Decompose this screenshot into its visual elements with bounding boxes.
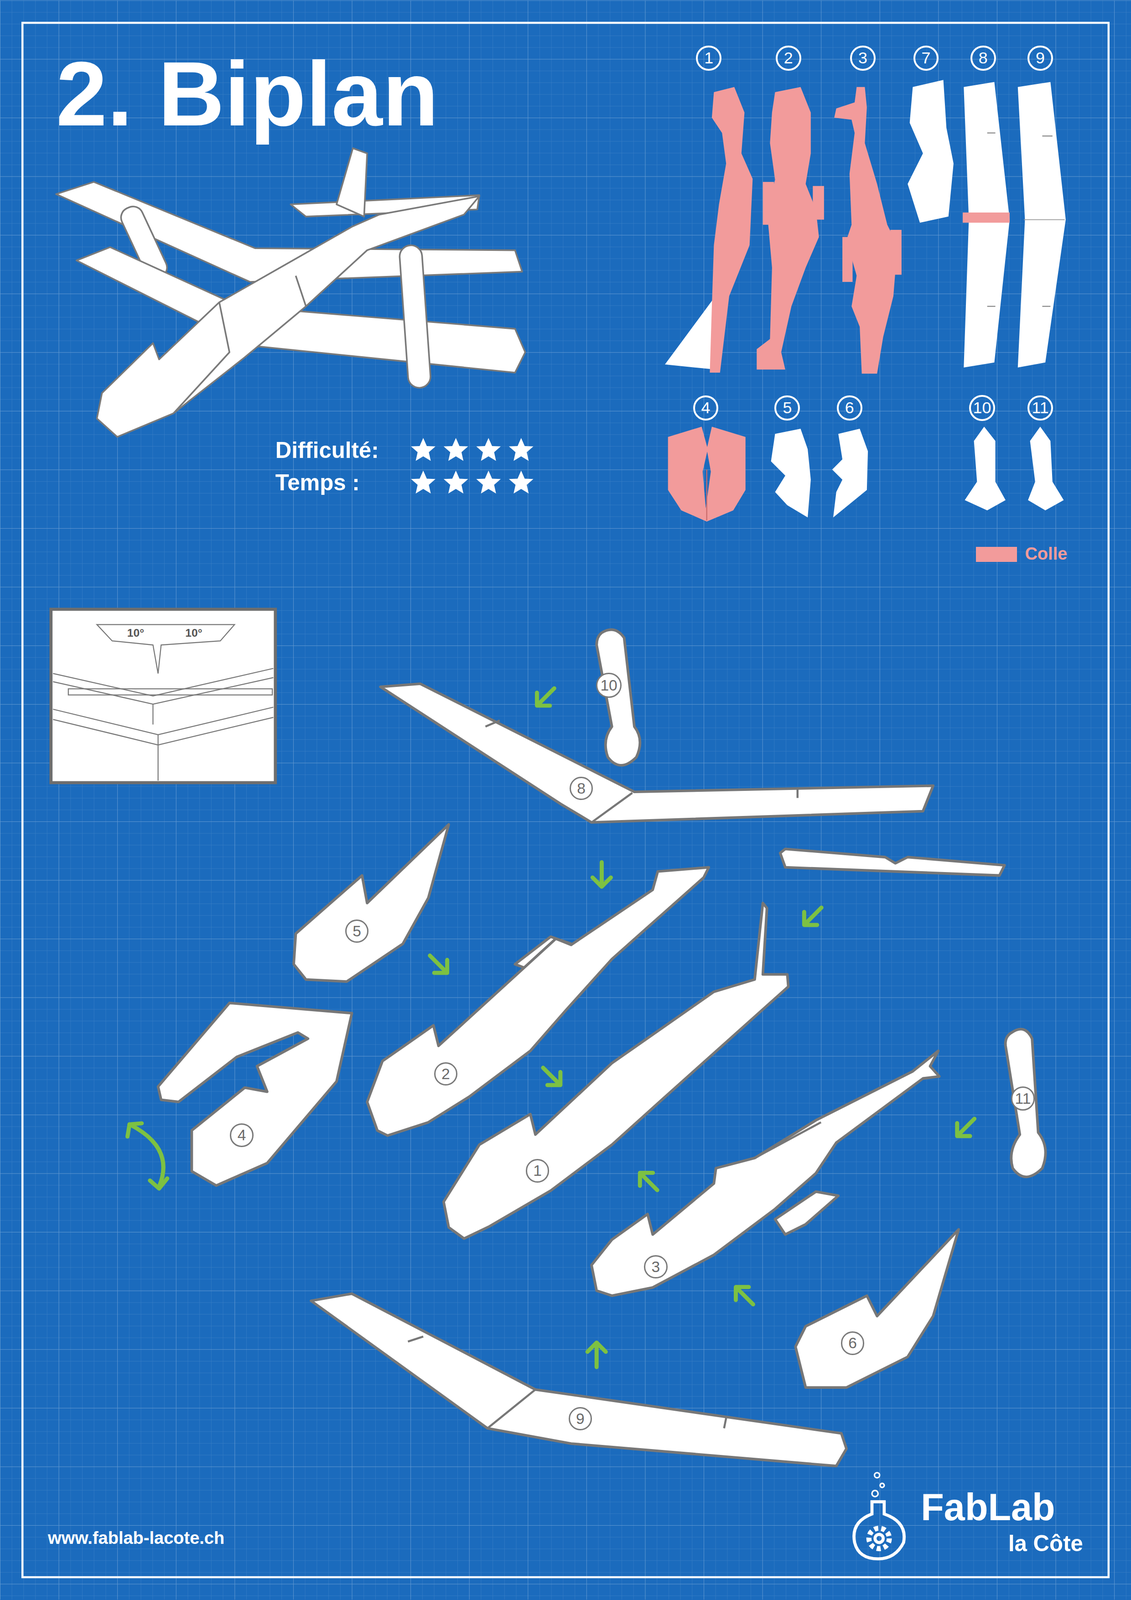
part-number-circle: 3: [850, 45, 876, 72]
number-text: 9: [575, 1411, 585, 1427]
number-text: 2: [783, 50, 794, 67]
number-text: 6: [845, 399, 855, 417]
number-text: 3: [858, 50, 868, 67]
callout-number: 2: [434, 1062, 458, 1086]
part-number-circle: 9: [1027, 45, 1054, 72]
number-text: 4: [237, 1127, 247, 1143]
fablab-logo: [854, 1472, 905, 1559]
number-text: 5: [352, 923, 362, 940]
assembly-arrows: [127, 681, 981, 1367]
callout-number: 11: [1011, 1086, 1036, 1111]
website-url: www.fablab-lacote.ch: [47, 1529, 225, 1547]
callout-number: 1: [525, 1158, 550, 1183]
part-number-circle: 11: [1027, 395, 1054, 421]
dihedral-inset: [51, 609, 276, 783]
number-text: 11: [1031, 399, 1049, 417]
number-text: 11: [1015, 1090, 1032, 1107]
number-text: 2: [441, 1066, 451, 1082]
callout-number: 10: [596, 672, 622, 698]
angle-dimension: 10°: [185, 627, 203, 639]
callout-number: 3: [643, 1255, 668, 1279]
rating-label: Temps :: [275, 471, 360, 494]
number-text: 10: [600, 677, 618, 694]
number-text: 8: [978, 50, 988, 67]
number-text: 1: [533, 1162, 542, 1179]
number-text: 9: [1035, 50, 1045, 67]
exploded-parts: [158, 629, 1046, 1466]
callout-number: 9: [568, 1406, 592, 1431]
callout-number: 4: [229, 1123, 254, 1147]
legend-text: Colle: [1024, 544, 1068, 563]
poster-title: 2. Biplan: [56, 47, 439, 140]
number-text: 10: [973, 399, 992, 417]
number-text: 5: [782, 399, 792, 417]
part-number-circle: 6: [836, 395, 863, 421]
rating-label: Difficulté:: [275, 438, 379, 462]
logo-text: FabLab: [920, 1488, 1055, 1527]
rating-stars: [410, 437, 534, 494]
number-text: 3: [651, 1259, 661, 1275]
number-text: 8: [576, 780, 586, 797]
logo-subtext: la Côte: [1008, 1531, 1084, 1555]
number-text: 1: [704, 50, 714, 67]
part-number-circle: 1: [695, 45, 722, 72]
number-text: 7: [921, 50, 931, 67]
callout-number: 6: [840, 1331, 865, 1355]
part-number-circle: 8: [970, 45, 997, 72]
number-text: 6: [848, 1335, 857, 1351]
legend-swatch: [975, 546, 1017, 563]
biplane-illustration: [56, 148, 526, 437]
parts-sheet: [664, 79, 1066, 522]
frame: [22, 22, 1109, 1578]
number-text: 4: [701, 399, 711, 417]
angle-dimension: 10°: [127, 627, 145, 639]
part-number-circle: 2: [775, 45, 802, 72]
